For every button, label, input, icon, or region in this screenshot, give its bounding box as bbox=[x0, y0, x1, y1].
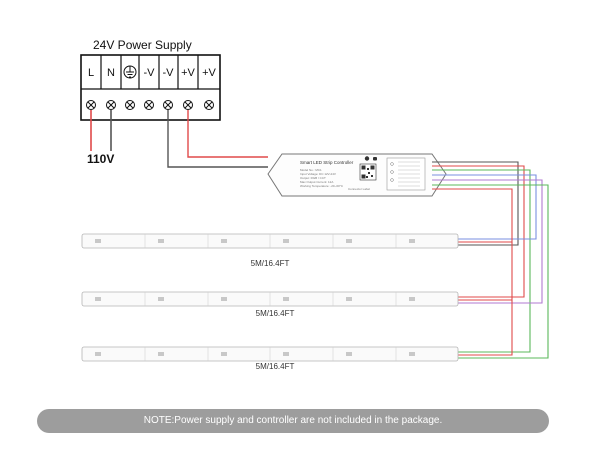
apple-icon bbox=[364, 156, 370, 161]
controller-spec-line-2: Input Voltage: DC 12V-24V bbox=[300, 172, 336, 176]
terminal-label-neg-v-2: -V bbox=[163, 67, 175, 79]
terminal-label-pos-v-2: +V bbox=[202, 67, 216, 79]
input-voltage-label: 110V bbox=[87, 152, 114, 166]
controller-spec-line-4: Max Output Current: 12A bbox=[300, 180, 333, 184]
terminal-label-n: N bbox=[107, 67, 115, 79]
dc-output-wires bbox=[167, 110, 268, 168]
led-strip-2: 5M/16.4FT bbox=[81, 291, 459, 318]
power-supply-title: 24V Power Supply bbox=[93, 38, 192, 52]
ground-icon bbox=[123, 65, 137, 79]
strip-2-label: 5M/16.4FT bbox=[256, 309, 295, 318]
controller-output-wires bbox=[432, 161, 549, 359]
qr-code-icon bbox=[359, 163, 377, 181]
controller: Smart LED Strip Controller Model No.: MC… bbox=[267, 153, 447, 197]
ac-input-wires: 110V bbox=[87, 110, 114, 166]
controller-title: Smart LED Strip Controller bbox=[300, 160, 354, 165]
terminal-label-neg-v-1: -V bbox=[144, 67, 156, 79]
controller-spec-line-1: Model No.: MC1 bbox=[300, 168, 322, 172]
controller-spec-line-3: Output: RGB / CCT bbox=[300, 176, 326, 180]
note-text: NOTE:Power supply and controller are not… bbox=[143, 415, 443, 426]
strip-3-label: 5M/16.4FT bbox=[256, 362, 295, 371]
terminal-label-pos-v-1: +V bbox=[181, 67, 195, 79]
terminal-label-l: L bbox=[88, 67, 94, 79]
controller-spec-line-5: Working Temperature: -20~60°C bbox=[300, 184, 344, 188]
screw-terminals bbox=[86, 100, 214, 110]
controller-footer-text: Connector Label bbox=[348, 187, 370, 191]
output-connector-block bbox=[386, 157, 426, 191]
led-strip-1: 5M/16.4FT bbox=[81, 233, 459, 268]
android-icon bbox=[373, 157, 377, 161]
led-strip-3: 5M/16.4FT bbox=[81, 346, 459, 371]
power-supply-terminal-block bbox=[80, 54, 221, 121]
power-supply: 24V Power Supply L N -V -V +V +V bbox=[80, 38, 221, 121]
note-banner: NOTE:Power supply and controller are not… bbox=[37, 409, 549, 433]
strip-1-label: 5M/16.4FT bbox=[251, 259, 290, 268]
